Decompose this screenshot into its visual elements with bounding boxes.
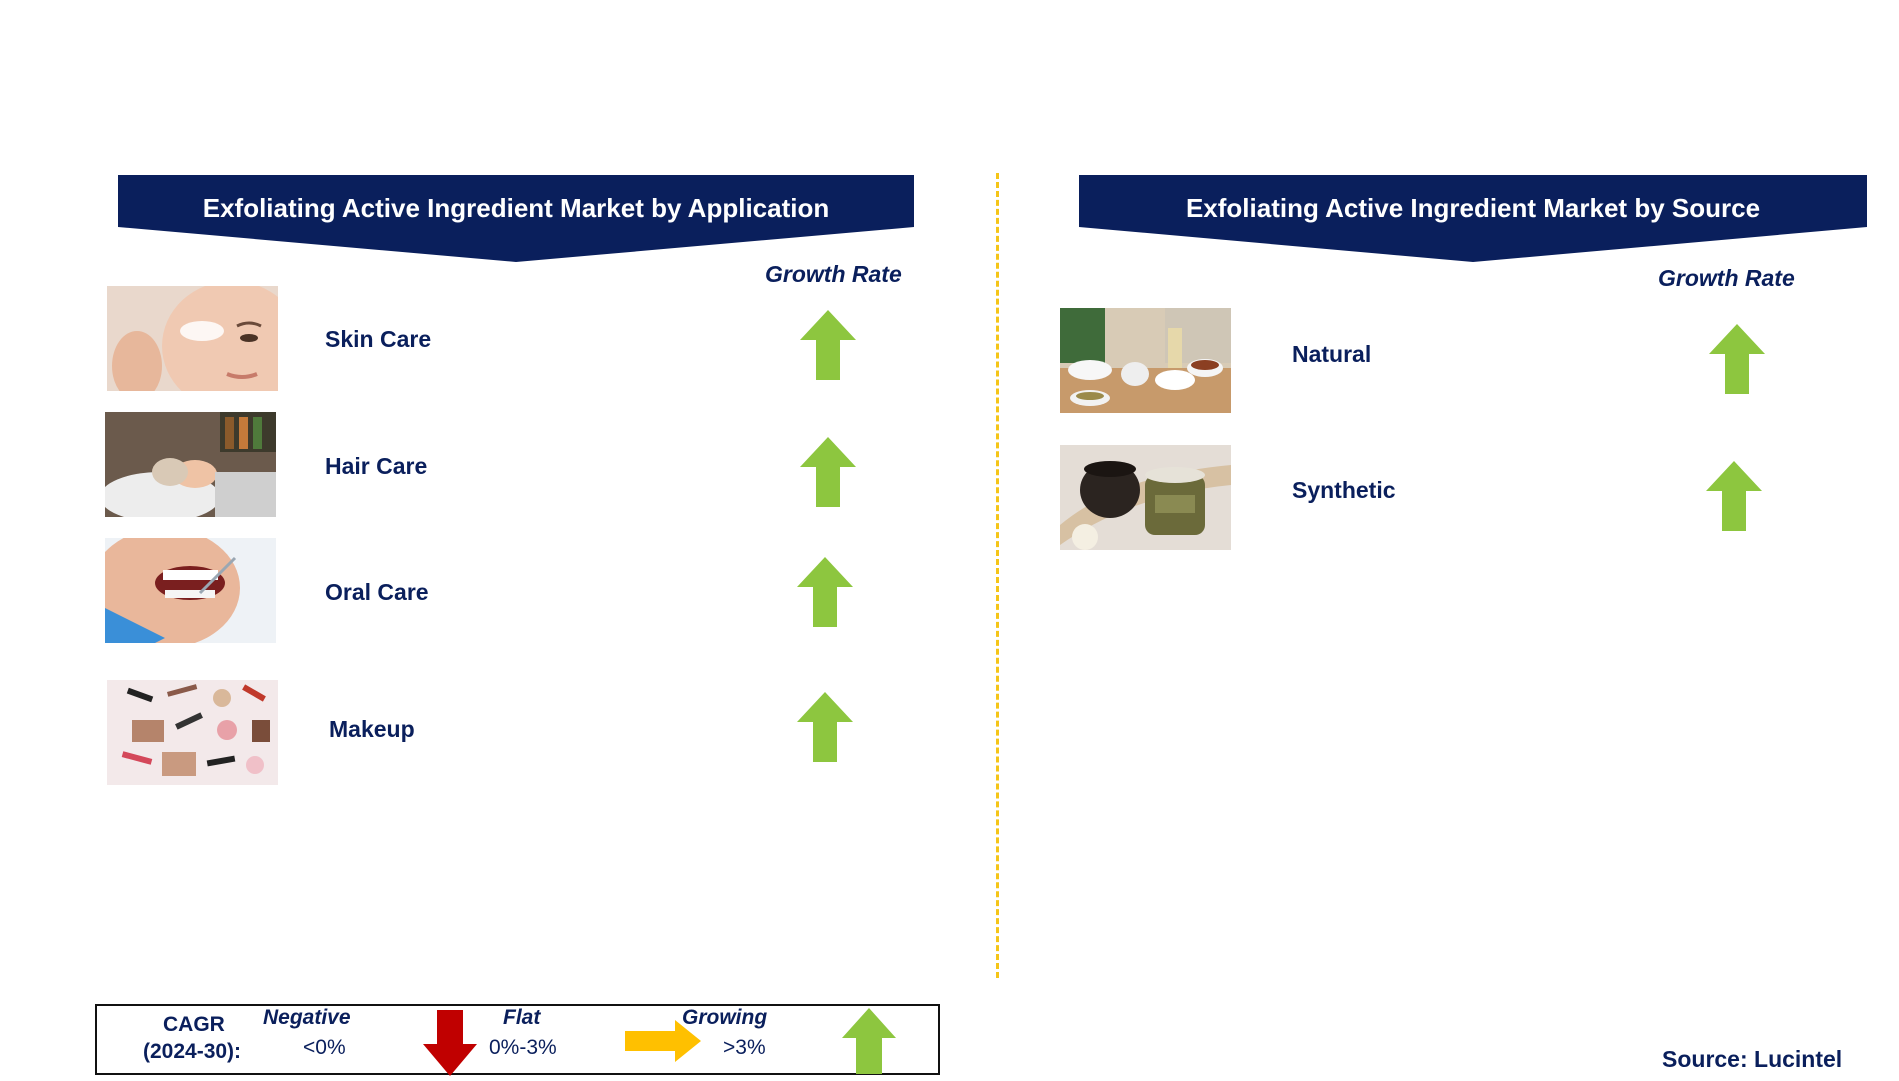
skin-care-growth-arrow-icon xyxy=(800,310,856,385)
panel-divider xyxy=(996,173,999,978)
hair-care-growth-arrow-icon xyxy=(800,437,856,512)
left-panel-title: Exfoliating Active Ingredient Market by … xyxy=(202,193,830,223)
makeup-label: Makeup xyxy=(329,716,415,742)
hair-care-label: Hair Care xyxy=(325,453,428,479)
cagr-period: (2024-30): xyxy=(143,1040,242,1063)
growing-label: Growing xyxy=(682,1006,768,1029)
oral-care-label: Oral Care xyxy=(325,579,429,605)
makeup-growth-arrow-icon xyxy=(797,692,853,767)
banner-shape xyxy=(1079,175,1867,262)
source-credit: Source: Lucintel xyxy=(1662,1046,1843,1072)
growing-range: >3% xyxy=(723,1036,766,1059)
right-panel-banner: Exfoliating Active Ingredient Market by … xyxy=(1079,175,1867,265)
natural-label: Natural xyxy=(1292,341,1372,367)
skin-care-label: Skin Care xyxy=(325,326,432,352)
flat-range: 0%-3% xyxy=(489,1036,557,1059)
hair-care-photo xyxy=(105,412,276,517)
flat-label: Flat xyxy=(503,1006,541,1029)
right-growth-rate-header: Growth Rate xyxy=(1658,265,1795,291)
right-panel-title: Exfoliating Active Ingredient Market by … xyxy=(1185,193,1761,223)
oral-care-photo xyxy=(105,538,276,643)
flat-right-arrow-icon xyxy=(625,1020,701,1067)
negative-label: Negative xyxy=(263,1006,351,1029)
makeup-photo xyxy=(107,680,278,785)
negative-range: <0% xyxy=(303,1036,346,1059)
natural-ingredients-photo xyxy=(1060,308,1231,413)
synthetic-label: Synthetic xyxy=(1292,477,1396,503)
cagr-legend: CAGR (2024-30): Negative <0% Flat 0%-3% … xyxy=(95,1004,940,1076)
natural-growth-arrow-icon xyxy=(1709,324,1765,399)
synthetic-jars-photo xyxy=(1060,445,1231,550)
left-panel-banner: Exfoliating Active Ingredient Market by … xyxy=(118,175,914,265)
cagr-label: CAGR xyxy=(163,1013,225,1036)
skin-care-photo xyxy=(107,286,278,391)
growing-up-arrow-icon xyxy=(842,1008,896,1079)
banner-shape xyxy=(118,175,914,262)
negative-down-arrow-icon xyxy=(423,1010,477,1081)
synthetic-growth-arrow-icon xyxy=(1706,461,1762,536)
left-growth-rate-header: Growth Rate xyxy=(765,261,902,287)
oral-care-growth-arrow-icon xyxy=(797,557,853,632)
